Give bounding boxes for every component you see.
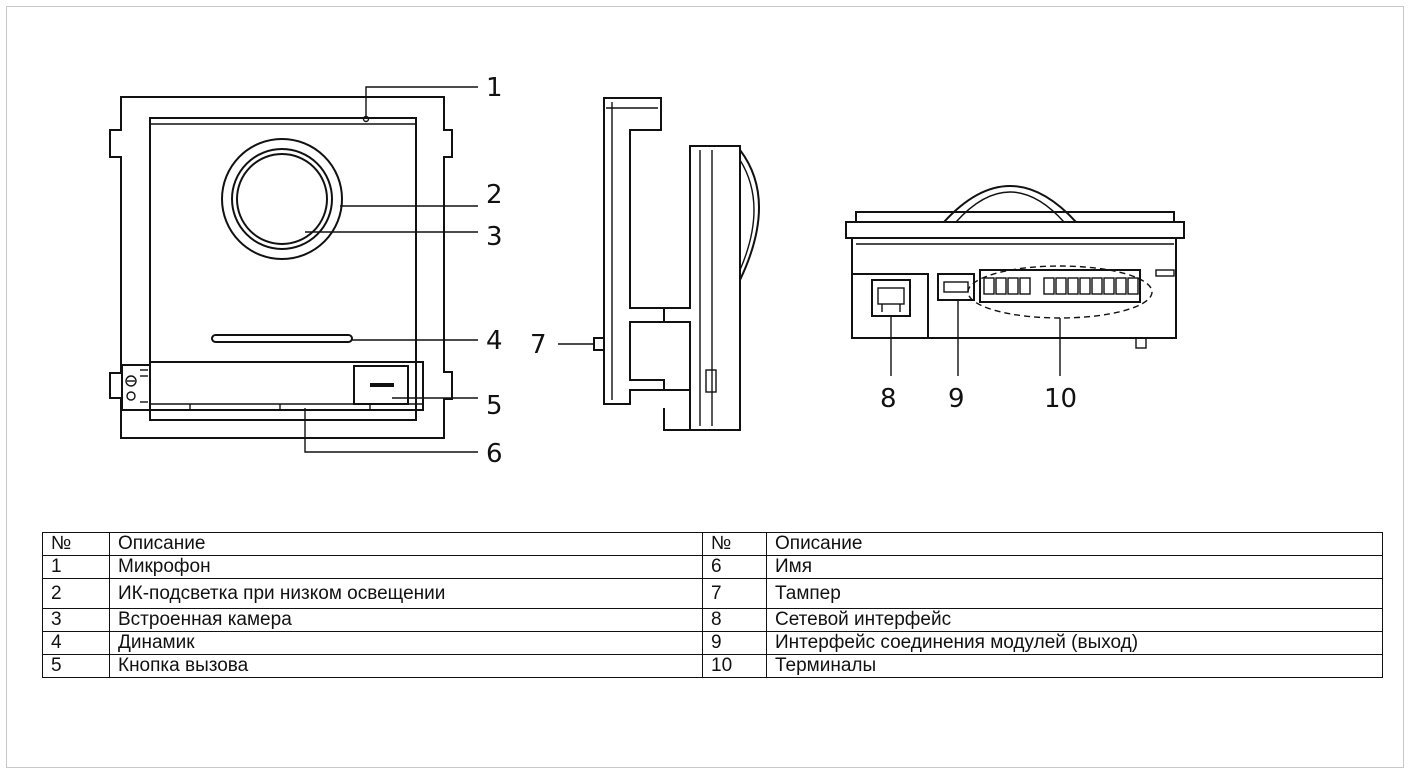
row-number: 5 (42, 654, 110, 678)
tamper (593, 337, 605, 351)
row-description: ИК-подсветка при низком освещении (109, 578, 703, 609)
table-header-row: № Описание № Описание (42, 532, 1383, 556)
callout-7: 7 (530, 330, 547, 360)
header-number: № (42, 532, 110, 556)
row-description: Динамик (109, 631, 703, 655)
row-description-2: Интерфейс соединения модулей (выход) (766, 631, 1383, 655)
callout-9: 9 (948, 384, 965, 414)
callout-3: 3 (486, 222, 503, 252)
row-number-2: 10 (702, 654, 767, 678)
row-description: Кнопка вызова (109, 654, 703, 678)
terminal-block (979, 269, 1141, 303)
ir-ring (221, 138, 343, 260)
row-number-2: 9 (702, 631, 767, 655)
parts-table: № Описание № Описание 1 Микрофон 6 Имя 2… (42, 532, 1383, 678)
front-view (109, 96, 453, 439)
callout-2: 2 (486, 180, 503, 210)
module-output-connector (937, 273, 975, 301)
callout-8: 8 (880, 384, 897, 414)
camera-lens (236, 153, 328, 245)
device-diagram: 1 2 3 4 5 6 7 8 9 10 (109, 73, 1185, 469)
row-description-2: Тампер (766, 578, 1383, 609)
row-number: 3 (42, 608, 110, 632)
bottom-view (845, 185, 1185, 349)
table-row: 1 Микрофон 6 Имя (42, 555, 1383, 579)
row-number-2: 7 (702, 578, 767, 609)
row-number: 2 (42, 578, 110, 609)
header-description: Описание (109, 532, 703, 556)
network-port-housing (851, 273, 929, 339)
table-row: 4 Динамик 9 Интерфейс соединения модулей… (42, 631, 1383, 655)
header-number-2: № (702, 532, 767, 556)
row-number: 4 (42, 631, 110, 655)
table-row: 2 ИК-подсветка при низком освещении 7 Та… (42, 578, 1383, 609)
callout-10: 10 (1044, 384, 1077, 414)
side-view (593, 97, 760, 431)
callout-5: 5 (486, 391, 503, 421)
header-description-2: Описание (766, 532, 1383, 556)
table-row: 3 Встроенная камера 8 Сетевой интерфейс (42, 608, 1383, 632)
row-number: 1 (42, 555, 110, 579)
callout-4: 4 (486, 326, 503, 356)
front-callout-leaders (304, 86, 478, 453)
row-description-2: Имя (766, 555, 1383, 579)
bottom-callout-leaders (890, 300, 1061, 376)
call-button (353, 365, 409, 405)
callout-6: 6 (486, 439, 503, 469)
row-number-2: 8 (702, 608, 767, 632)
row-description: Встроенная камера (109, 608, 703, 632)
row-number-2: 6 (702, 555, 767, 579)
row-description-2: Терминалы (766, 654, 1383, 678)
speaker-slot (211, 334, 353, 343)
callout-1: 1 (486, 73, 503, 103)
row-description: Микрофон (109, 555, 703, 579)
screw-block (121, 364, 151, 411)
row-description-2: Сетевой интерфейс (766, 608, 1383, 632)
table-row: 5 Кнопка вызова 10 Терминалы (42, 654, 1383, 678)
